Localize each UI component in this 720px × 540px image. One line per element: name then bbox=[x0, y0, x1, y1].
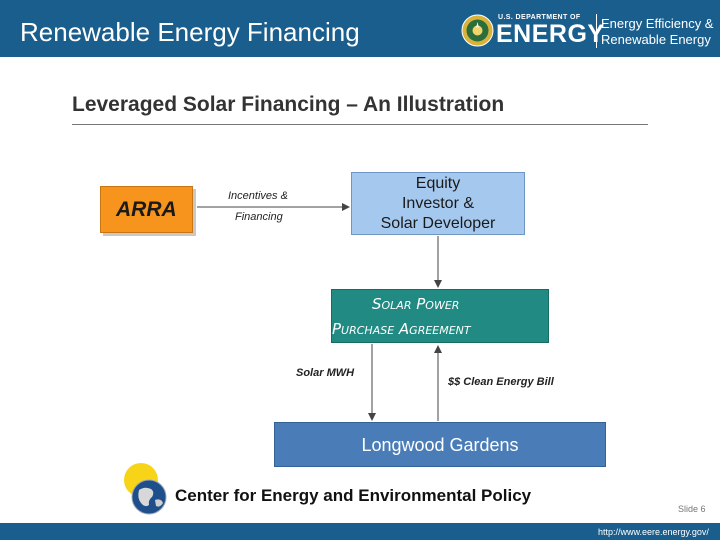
footer-url[interactable]: http://www.eere.energy.gov/ bbox=[598, 527, 709, 537]
label-financing: Financing bbox=[235, 211, 283, 223]
doe-department-text: U.S. DEPARTMENT OF bbox=[498, 14, 581, 21]
ppa-box: Solar Power Purchase Agreement bbox=[331, 289, 549, 343]
label-clean-energy-bill: $$ Clean Energy Bill bbox=[448, 376, 554, 388]
slide-number: Slide 6 bbox=[678, 504, 706, 514]
logo-divider bbox=[596, 14, 597, 48]
eere-text-line2: Renewable Energy bbox=[601, 32, 711, 47]
equity-line-3: Solar Developer bbox=[380, 215, 496, 232]
header-band: Renewable Energy Financing U.S. DEPARTME… bbox=[0, 0, 720, 57]
doe-seal-logo bbox=[461, 14, 494, 47]
equity-line-2: Investor & bbox=[401, 195, 475, 212]
cep-globe-logo bbox=[124, 463, 167, 515]
arra-label: ARRA bbox=[116, 198, 177, 221]
ppa-label-line1: Solar Power bbox=[372, 295, 460, 313]
equity-investor-box: Equity Investor & Solar Developer bbox=[351, 172, 525, 235]
presentation-title: Renewable Energy Financing bbox=[20, 17, 360, 47]
label-solar-mwh: Solar MWH bbox=[296, 367, 355, 379]
longwood-gardens-box: Longwood Gardens bbox=[274, 422, 606, 467]
center-for-energy-text: Center for Energy and Environmental Poli… bbox=[175, 486, 532, 505]
longwood-gardens-label: Longwood Gardens bbox=[361, 435, 519, 455]
footer-band bbox=[0, 523, 720, 540]
doe-energy-wordmark: ENERGY bbox=[496, 20, 605, 48]
heading-underline bbox=[72, 124, 648, 125]
equity-investor-label: Equity Investor & Solar Developer bbox=[352, 174, 524, 234]
eere-text-line1: Energy Efficiency & bbox=[601, 16, 714, 31]
slide-heading: Leveraged Solar Financing – An Illustrat… bbox=[72, 93, 505, 116]
arra-box: ARRA bbox=[100, 186, 193, 233]
ppa-label-line2: Purchase Agreement bbox=[332, 320, 471, 338]
equity-line-1: Equity bbox=[415, 175, 461, 192]
label-incentives: Incentives & bbox=[228, 190, 288, 202]
